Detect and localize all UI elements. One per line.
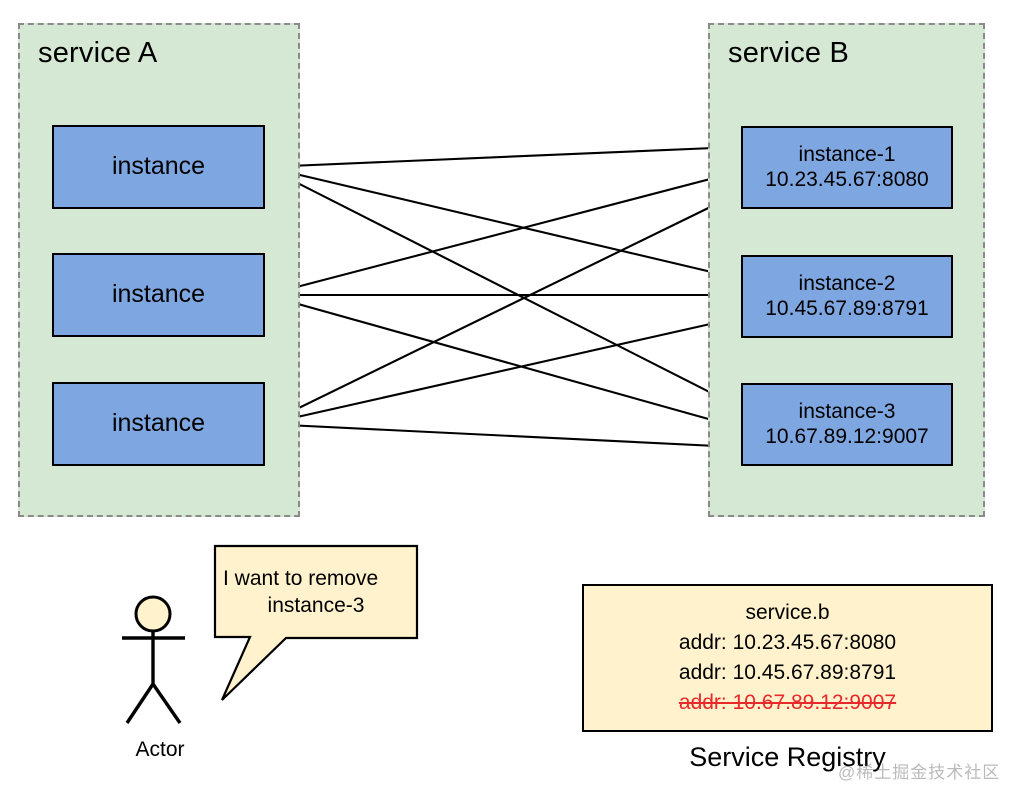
service-registry-caption: Service Registry	[689, 742, 886, 772]
service-a-instance-1[interactable]: instance	[52, 125, 265, 209]
service-b-title: service B	[728, 37, 850, 69]
actor-head-icon	[134, 595, 172, 633]
arrow-a3-to-b1	[265, 193, 738, 425]
arrow-a1-to-b2	[265, 165, 738, 280]
instance-label: instance-3	[798, 399, 896, 423]
instance-address: 10.23.45.67:8080	[765, 167, 929, 191]
actor-leg-left	[125, 683, 155, 724]
speech-line-2: instance-3	[267, 594, 365, 617]
instance-address: 10.67.89.12:9007	[765, 424, 929, 448]
instance-label: instance-2	[798, 271, 896, 295]
connection-arrows	[265, 142, 738, 451]
service-registry-box: service.b addr: 10.23.45.67:8080 addr: 1…	[582, 584, 993, 732]
speech-bubble-body	[213, 544, 419, 701]
watermark: @稀土掘金技术社区	[838, 763, 1001, 782]
instance-label: instance	[111, 280, 206, 309]
speech-line-1: I want to remove	[223, 566, 379, 590]
arrow-a1-to-b1	[265, 142, 738, 169]
instance-address: 10.45.67.89:8791	[765, 296, 929, 320]
registry-entry-removed: addr: 10.67.89.12:9007	[678, 690, 897, 714]
arrow-a3-to-b2	[265, 316, 738, 426]
arrow-a1-to-b3	[265, 166, 738, 407]
actor-leg-right	[151, 683, 182, 724]
speech-bubble	[213, 544, 419, 701]
service-a-instance-2[interactable]: instance	[52, 253, 265, 337]
registry-service-key: service.b	[745, 601, 830, 625]
registry-entry: addr: 10.45.67.89:8791	[678, 661, 897, 684]
arrow-a2-to-b3	[265, 293, 738, 429]
service-b-instance-3[interactable]: instance-3 10.67.89.12:9007	[741, 383, 953, 466]
instance-label: instance	[111, 409, 206, 438]
arrow-a3-to-b3	[265, 422, 738, 451]
instance-label: instance-1	[798, 142, 896, 166]
speech-bubble-text: I want to remove instance-3	[217, 548, 415, 636]
service-b-instance-1[interactable]: instance-1 10.23.45.67:8080	[741, 126, 953, 209]
registry-entry: addr: 10.23.45.67:8080	[678, 631, 897, 655]
instance-label: instance	[111, 152, 206, 181]
arrow-a2-to-b1	[265, 170, 738, 297]
actor-label: Actor	[135, 738, 185, 761]
service-a-instance-3[interactable]: instance	[52, 382, 265, 466]
service-b-instance-2[interactable]: instance-2 10.45.67.89:8791	[741, 255, 953, 338]
service-a-title: service A	[38, 37, 158, 69]
actor-figure	[122, 595, 185, 724]
